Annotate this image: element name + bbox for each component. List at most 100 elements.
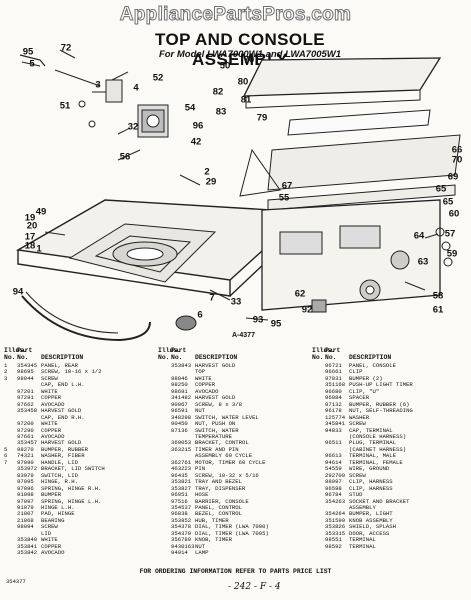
illus-number xyxy=(4,550,17,556)
part-description: KNOB ASSEMBLY xyxy=(349,516,393,524)
part-description: NUT xyxy=(195,407,206,415)
part-description: TERMINAL, FEMALE xyxy=(349,458,403,466)
part-description: (CONSOLE HARNESS) xyxy=(349,432,407,440)
part-description: TERMINAL xyxy=(349,536,376,544)
callout-29: 29 xyxy=(205,176,217,188)
part-description: STUD xyxy=(349,491,363,499)
part-description: SPRING, HINGE L.H. xyxy=(41,497,102,505)
part-description: KNOB, TIMER xyxy=(195,536,232,544)
part-description: CLIP xyxy=(349,368,363,376)
part-description: CLIP, HARNESS xyxy=(349,484,393,492)
part-description: WASHER, FIBER xyxy=(41,452,85,460)
part-description: SCREW xyxy=(349,471,366,479)
header-illus: Illus. xyxy=(4,347,28,354)
part-description: HINGE, R.H. xyxy=(41,478,78,486)
callout-83: 83 xyxy=(215,106,227,118)
ordering-footer: FOR ORDERING INFORMATION REFER TO PARTS … xyxy=(139,568,332,575)
callout-54: 54 xyxy=(184,102,196,114)
part-description: NUT xyxy=(195,542,206,550)
part-description: SWITCH, WATER LEVEL xyxy=(195,413,259,421)
part-description: BARRIER, CONSOLE xyxy=(195,497,249,505)
part-number: 363215 xyxy=(171,445,192,453)
table-row: TOP xyxy=(158,368,308,375)
part-description: AVOCADO xyxy=(41,400,65,408)
header-illus: Illus. xyxy=(158,347,182,354)
part-number: 91079 xyxy=(17,503,34,511)
part-number: 96084 xyxy=(325,394,342,402)
part-description: PLUG, TERMINAL xyxy=(349,439,396,447)
callout-82: 82 xyxy=(212,86,224,98)
header-part: Part xyxy=(325,347,341,354)
part-description: COPPER xyxy=(195,381,216,389)
part-number: 97097 xyxy=(17,497,34,505)
callout-96: 96 xyxy=(192,120,204,132)
callout-3: 3 xyxy=(95,79,101,91)
callout-61: 61 xyxy=(432,304,444,316)
illus-number: 7 xyxy=(4,458,8,466)
illus-number: 3 xyxy=(4,374,8,382)
part-description: LAMP xyxy=(195,549,209,557)
part-description: WHITE xyxy=(41,420,58,428)
header-description: DESCRIPTION xyxy=(195,354,238,361)
table-row: 97097 SPRING, HINGE L.H. xyxy=(4,497,154,505)
part-number: 97200 xyxy=(17,420,34,428)
part-description: DIAL, TIMER (LWA 7005) xyxy=(195,529,269,537)
illus-number: 1 xyxy=(4,362,8,369)
part-description: HANDLE, LID xyxy=(41,458,78,466)
part-number: 97132 xyxy=(325,400,342,408)
callout-52: 52 xyxy=(152,72,164,84)
illus-number: 2 xyxy=(4,368,8,376)
part-description: AVOCADO xyxy=(41,432,65,440)
header-no: No. xyxy=(312,354,324,361)
part-description: BUMPER, RUBBER xyxy=(41,445,88,453)
part-description: HARVEST GOLD xyxy=(195,394,236,402)
part-number: 353821 xyxy=(171,478,192,486)
exploded-view-drawing xyxy=(15,49,461,342)
table-row: 5 98270 BUMPER, RUBBER xyxy=(4,445,154,453)
part-description: SCREW xyxy=(41,374,58,382)
part-description: TIMER AND PIN xyxy=(195,445,239,453)
part-number: 97291 xyxy=(17,394,34,402)
callout-67: 67 xyxy=(281,180,293,192)
callout-33: 33 xyxy=(230,296,242,308)
part-number: 354345 xyxy=(17,362,38,369)
part-number: 353852 xyxy=(171,516,192,524)
part-number: 353826 xyxy=(325,523,346,531)
part-number: 96680 xyxy=(325,387,342,395)
callout-60: 60 xyxy=(448,208,460,220)
part-number: 354263 xyxy=(325,497,346,505)
part-number: 94614 xyxy=(325,458,342,466)
part-number: 98270 xyxy=(17,445,34,453)
callout-80: 80 xyxy=(237,76,249,88)
part-number: 353972 xyxy=(17,465,38,473)
part-description: TERMINAL, MALE xyxy=(349,452,396,460)
part-description: COPPER xyxy=(41,426,62,434)
callout-92: 92 xyxy=(301,304,313,316)
table-row: 97200 WHITE xyxy=(4,420,154,428)
part-number: 98044 xyxy=(17,374,34,382)
part-number: 351168 xyxy=(325,381,346,389)
part-description: SOCKET AND BRACKET xyxy=(349,497,410,505)
part-number: 96613 xyxy=(325,452,342,460)
part-description: BUMPER, LIGHT xyxy=(349,510,393,518)
illus-number: 5 xyxy=(4,445,8,453)
